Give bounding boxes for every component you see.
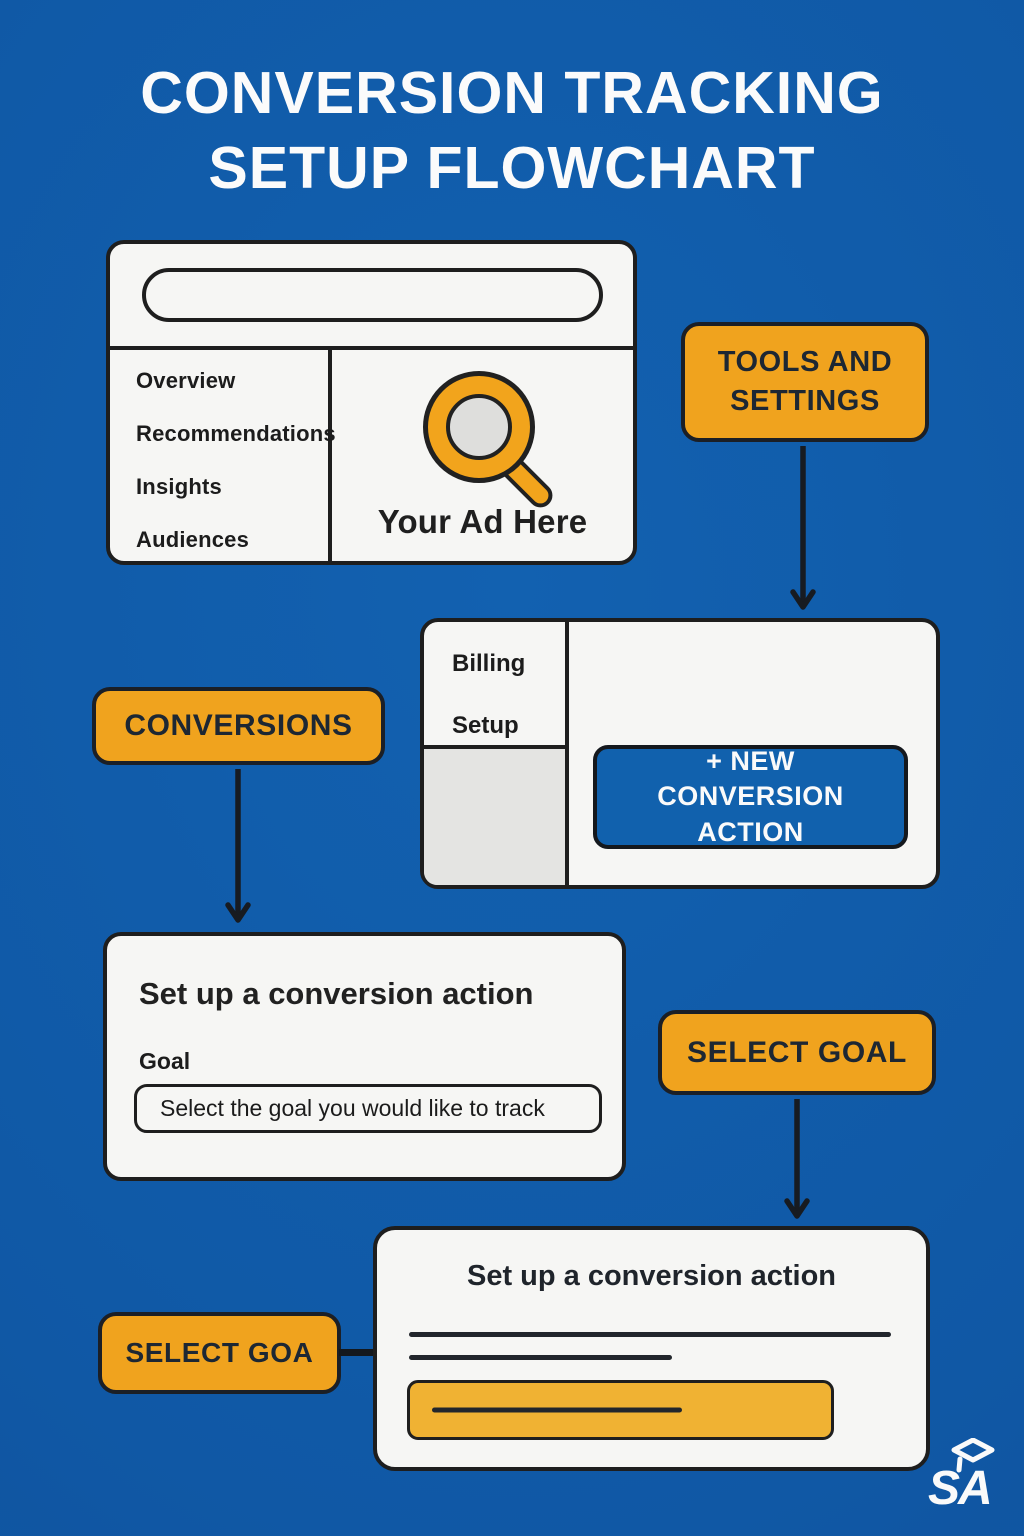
menu-item-billing[interactable]: Billing <box>452 650 526 677</box>
badge-conversions: CONVERSIONS <box>92 687 385 765</box>
divider <box>565 622 569 885</box>
text-line-placeholder <box>432 1407 682 1413</box>
sidebar-item-overview[interactable]: Overview <box>136 368 236 393</box>
card-heading: Set up a conversion action <box>466 1260 837 1292</box>
setup-conversion-goal-card: Set up a conversion action Goal Select t… <box>103 932 626 1181</box>
sidebar-item-insights[interactable]: Insights <box>136 474 222 499</box>
page-title-line2: SETUP FLOWCHART <box>208 134 816 201</box>
magnifier-lens <box>445 393 512 460</box>
badge-select-goal: SELECT GOAL <box>658 1010 936 1095</box>
ad-placeholder-label: Your Ad Here <box>377 502 588 540</box>
goal-option-highlighted[interactable] <box>407 1380 834 1440</box>
goal-field-label: Goal <box>139 1048 191 1074</box>
graduation-cap-tassel <box>956 1456 963 1473</box>
graduation-cap-icon <box>951 1438 995 1463</box>
badge-tools-and-settings: TOOLS AND SETTINGS <box>681 322 929 442</box>
ad-preview-area: Your Ad Here <box>332 350 633 561</box>
menu-item-setup[interactable]: Setup <box>452 712 519 739</box>
flow-arrow-down-3 <box>784 1099 810 1219</box>
text-line-placeholder <box>409 1332 891 1337</box>
conversions-page-card: Billing Setup + NEW CONVERSION ACTION <box>420 618 940 889</box>
sidebar-item-audiences[interactable]: Audiences <box>136 527 250 552</box>
badge-select-goal-partial: SELECT GOA <box>98 1312 341 1394</box>
magnifier-ring <box>422 370 535 483</box>
divider <box>328 350 332 561</box>
card-heading: Set up a conversion action <box>139 976 534 1011</box>
menu-panel-shaded-area <box>424 749 565 885</box>
goal-select-input[interactable]: Select the goal you would like to track <box>134 1084 602 1133</box>
divider <box>424 745 565 749</box>
flow-arrow-down-1 <box>790 446 816 610</box>
page-title: CONVERSION TRACKING SETUP FLOWCHART <box>0 56 1024 206</box>
divider <box>110 346 633 350</box>
sidebar-item-recommendations[interactable]: Recommendations <box>136 421 336 446</box>
ads-sidebar-menu: Overview Recommendations Insights Audien… <box>136 368 336 580</box>
address-search-bar[interactable] <box>142 268 603 322</box>
logo-text: SA <box>928 1462 991 1510</box>
sa-logo: SA <box>928 1438 995 1510</box>
flow-connector-horizontal <box>339 1349 375 1356</box>
search-icon <box>403 370 563 512</box>
ads-browser-card: Overview Recommendations Insights Audien… <box>106 240 637 565</box>
new-conversion-action-button[interactable]: + NEW CONVERSION ACTION <box>593 745 908 849</box>
page-title-line1: CONVERSION TRACKING <box>140 60 884 126</box>
setup-conversion-final-card: Set up a conversion action <box>373 1226 930 1471</box>
flow-arrow-down-2 <box>225 769 251 923</box>
tools-menu: Billing Setup <box>452 650 525 774</box>
text-line-placeholder <box>409 1355 672 1360</box>
